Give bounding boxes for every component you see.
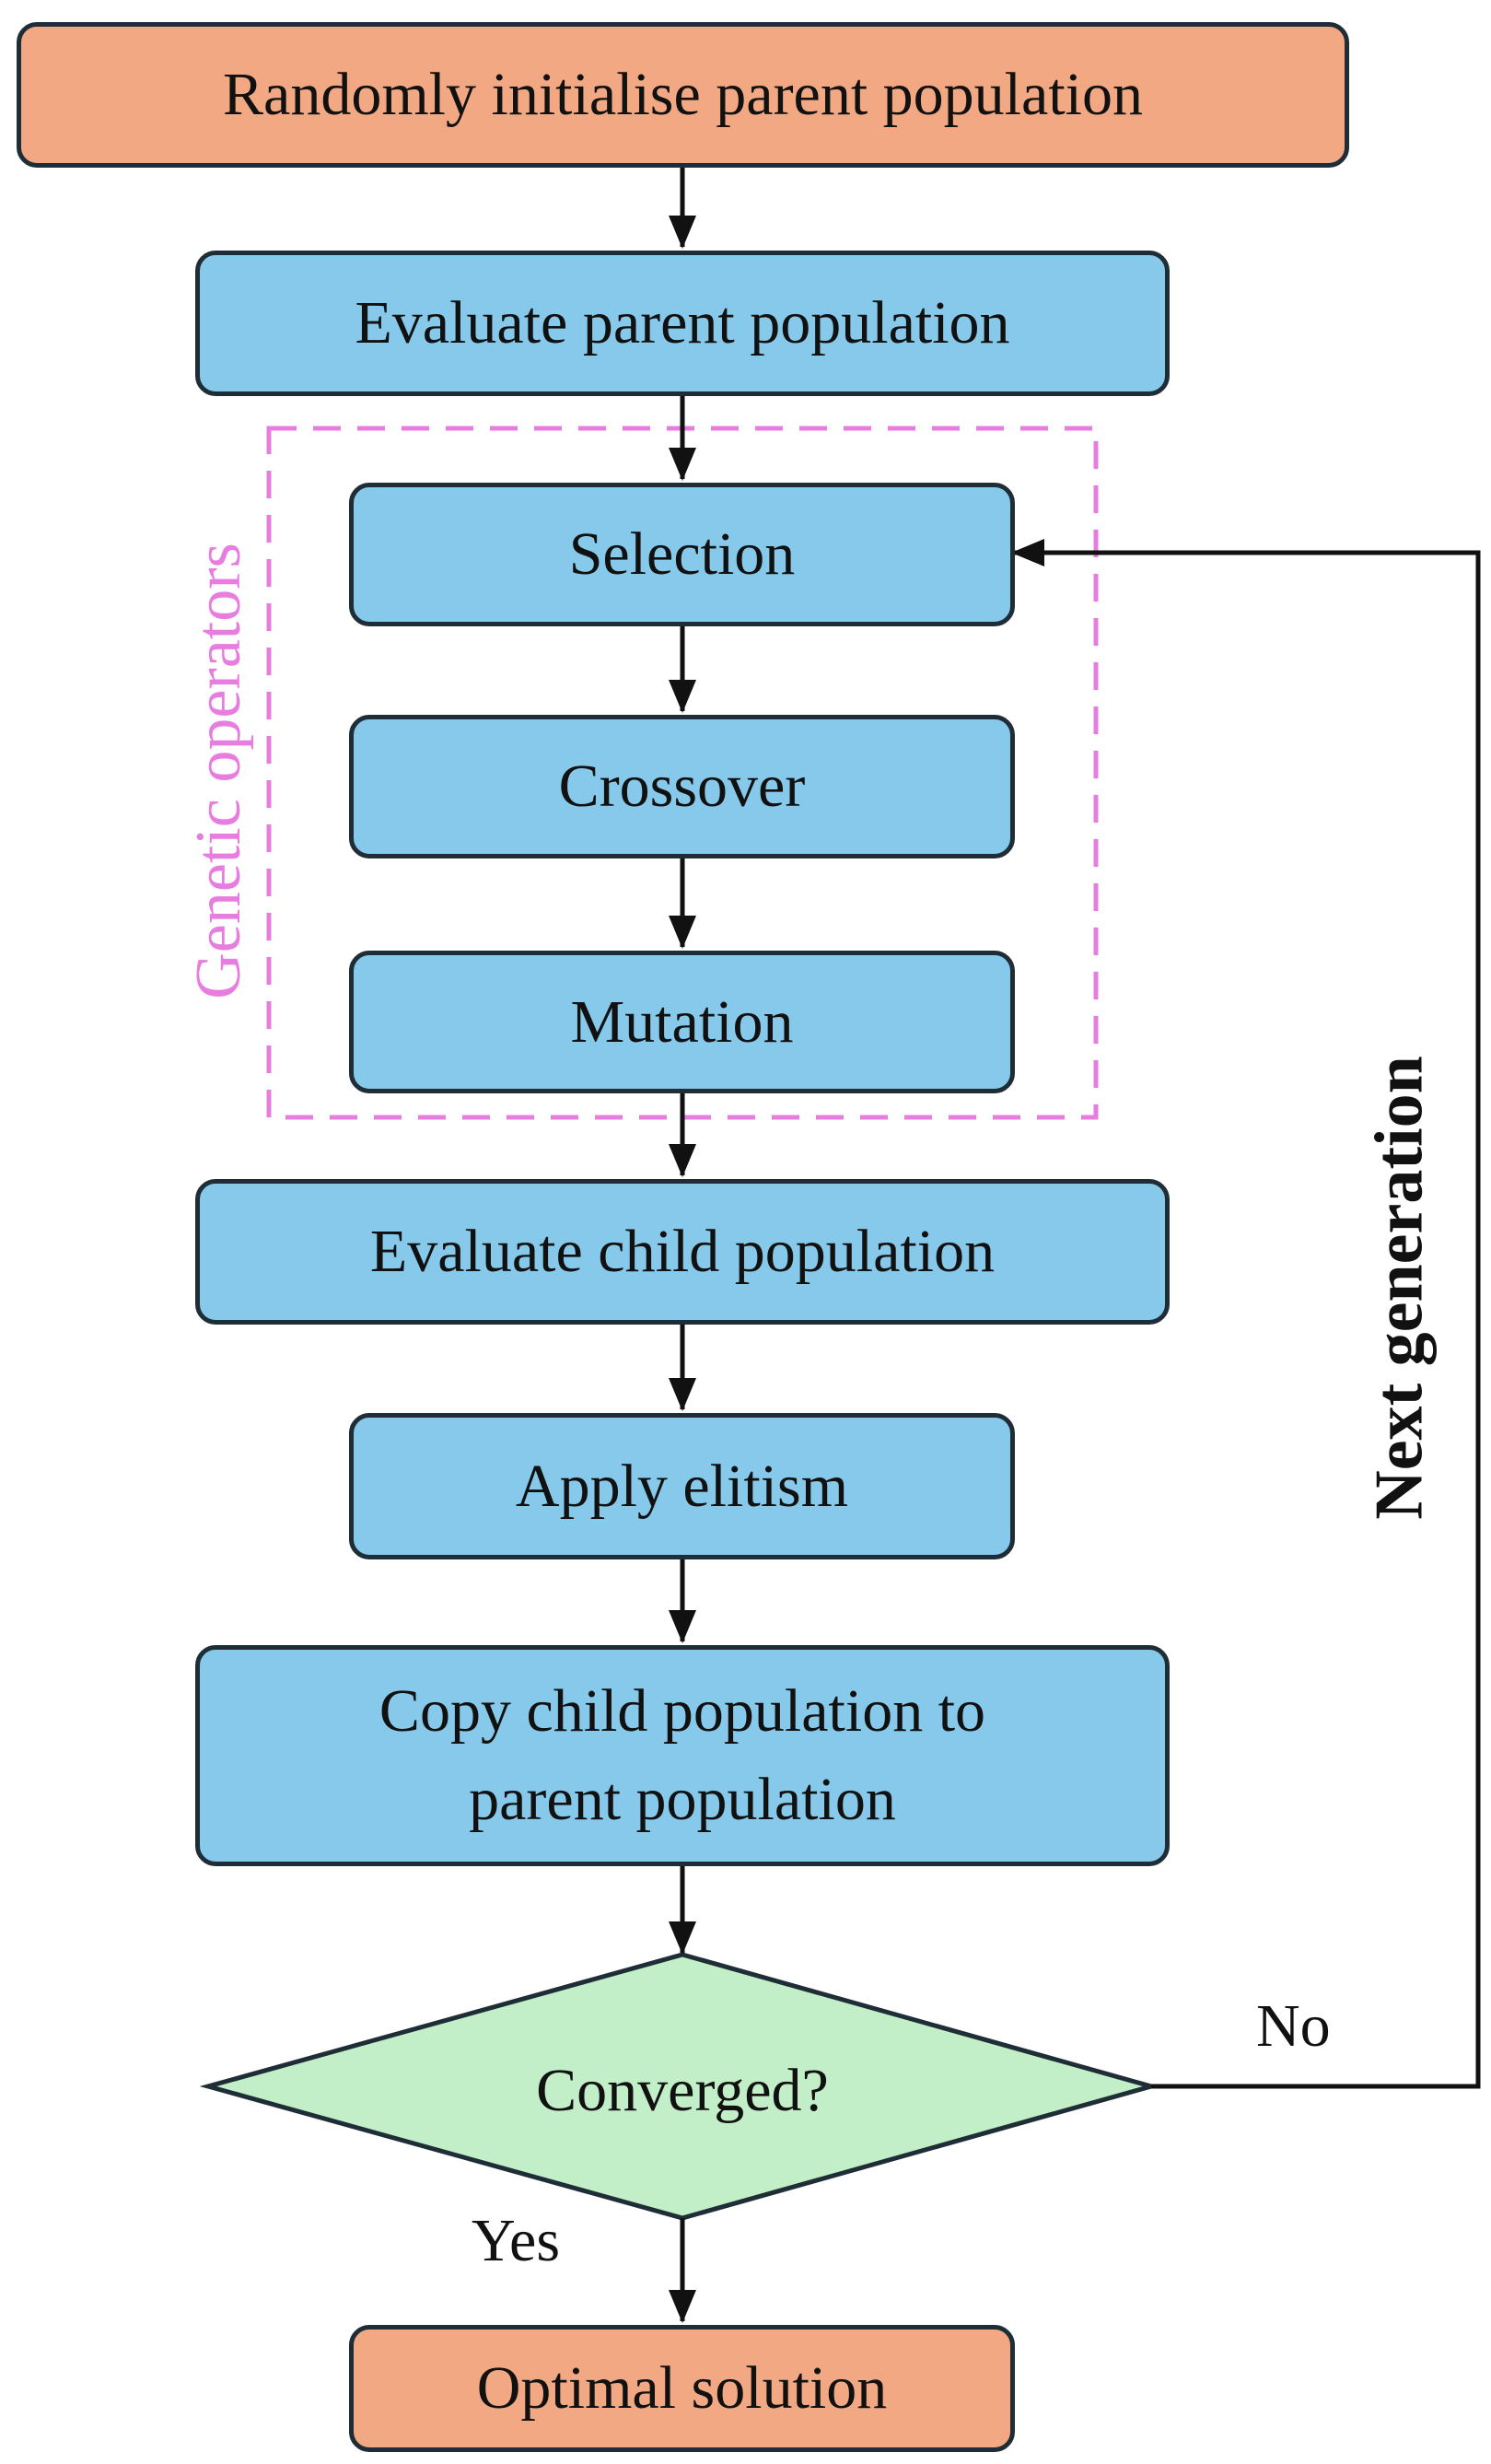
- copy-population-text: Copy child population to parent populati…: [379, 1667, 985, 1843]
- genetic-operators-label: Genetic operators: [183, 543, 254, 999]
- init-population-label: Randomly initialise parent population: [223, 61, 1143, 129]
- crossover-label: Crossover: [558, 753, 806, 821]
- apply-elitism-label: Apply elitism: [515, 1452, 849, 1520]
- evaluate-parent-box: Evaluate parent population: [195, 251, 1170, 396]
- no-edge-label: No: [1256, 1992, 1331, 2060]
- yes-edge-label: Yes: [472, 2207, 561, 2274]
- mutation-label: Mutation: [570, 987, 794, 1056]
- mutation-box: Mutation: [349, 951, 1015, 1093]
- selection-label: Selection: [568, 520, 796, 589]
- evaluate-child-box: Evaluate child population: [195, 1179, 1170, 1325]
- selection-box: Selection: [349, 483, 1015, 626]
- copy-population-label-line1: Copy child population to: [379, 1677, 986, 1746]
- evaluate-parent-label: Evaluate parent population: [355, 289, 1010, 357]
- copy-population-box: Copy child population to parent populati…: [195, 1645, 1170, 1866]
- evaluate-child-label: Evaluate child population: [369, 1218, 996, 1286]
- optimal-solution-box: Optimal solution: [349, 2325, 1015, 2452]
- crossover-box: Crossover: [349, 715, 1015, 858]
- converged-label: Converged?: [536, 2057, 829, 2124]
- arrow-no-loop-to-selection: [1011, 539, 1481, 2089]
- init-population-box: Randomly initialise parent population: [17, 22, 1349, 168]
- next-generation-label: Next generation: [1361, 1056, 1438, 1520]
- apply-elitism-box: Apply elitism: [349, 1413, 1015, 1559]
- copy-population-label-line2: parent population: [469, 1766, 896, 1833]
- optimal-solution-label: Optimal solution: [476, 2354, 888, 2423]
